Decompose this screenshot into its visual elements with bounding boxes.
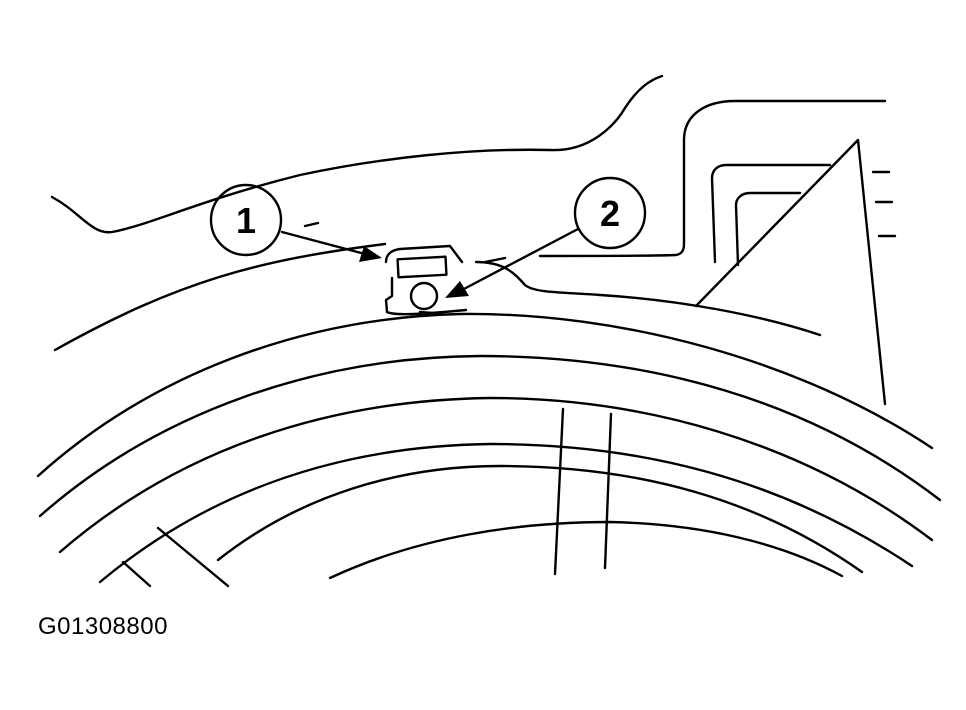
housing-shoulder [538, 99, 887, 258]
triangular-bracket [694, 138, 887, 406]
leader-line-1 [280, 230, 367, 256]
housing-upper-outline [50, 74, 664, 234]
arrowhead-2 [445, 281, 469, 298]
shoulder-curve [474, 260, 822, 337]
clip-pin [409, 281, 439, 311]
callout-1-label: 1 [236, 200, 256, 241]
clip-tab-body [384, 244, 464, 264]
outer-arc-top [53, 242, 387, 352]
housing-inner-wall [710, 163, 832, 264]
leader-line-2 [460, 227, 580, 292]
callout-2-circle [573, 176, 647, 250]
post-left-edge [553, 407, 565, 576]
dashed-edge-left [303, 221, 320, 228]
clip-tab-window [396, 255, 448, 279]
rim-arc-2 [38, 354, 942, 518]
arrowhead-1 [359, 246, 382, 262]
callout-2-label: 2 [600, 193, 620, 234]
inner-arc-2 [328, 520, 844, 580]
clip-base [384, 276, 468, 316]
figure-id: G01308800 [38, 613, 168, 640]
rim-arc-1 [36, 312, 934, 478]
inner-arc-1 [216, 464, 864, 574]
spoke-2 [121, 560, 152, 588]
leader-arrow-2 [445, 227, 580, 298]
callout-1: 1 [209, 183, 283, 257]
clip-pin-foot [418, 310, 434, 315]
callout-1-circle [209, 183, 283, 257]
spoke-1 [156, 526, 230, 588]
rim-arc-3 [58, 396, 934, 554]
leader-arrow-1 [280, 230, 382, 262]
housing-inner-slot [734, 191, 802, 267]
rim-arc-4 [98, 442, 914, 584]
clip-assembly [384, 244, 468, 316]
callout-2: 2 [573, 176, 647, 250]
dashed-edge-right [483, 256, 507, 264]
post-right-edge [603, 412, 613, 570]
